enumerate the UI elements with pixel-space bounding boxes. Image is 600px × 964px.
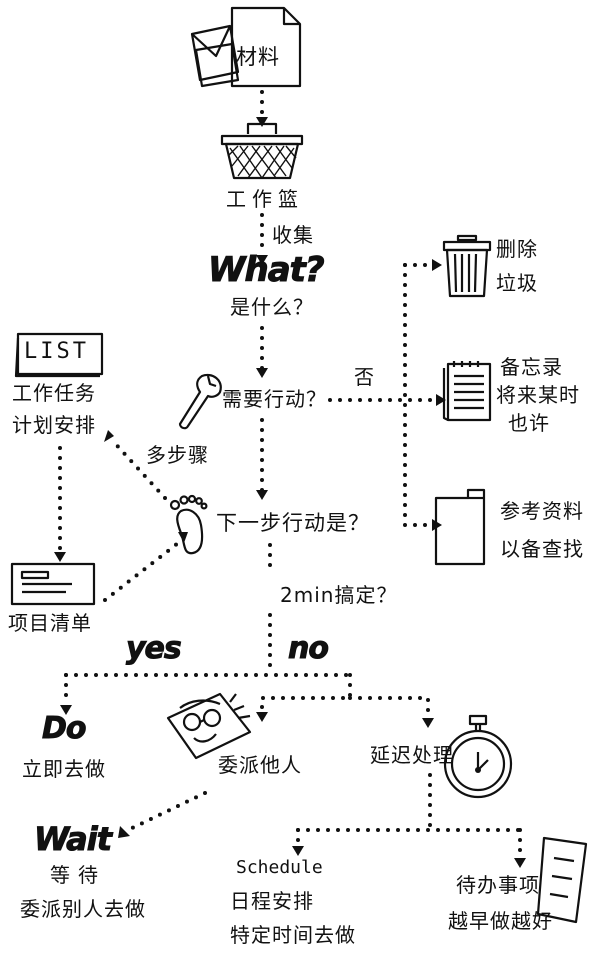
project-sheet-icon [10, 562, 96, 606]
connector-delegate-wait [126, 791, 207, 832]
multi-step-label: 多步骤 [146, 443, 209, 467]
connector-to-defer [348, 696, 430, 722]
document-icon [230, 6, 302, 88]
trash-label-1: 删除 [496, 237, 538, 261]
list-line-2: 计划安排 [12, 413, 96, 437]
reference-label-1: 参考资料 [500, 499, 584, 523]
delegate-label: 委派他人 [218, 753, 302, 777]
wait-line-2: 委派别人去做 [20, 897, 146, 921]
list-title: LIST [24, 339, 89, 364]
yes-label: yes [126, 631, 183, 666]
what-subtitle: 是什么？ [230, 295, 314, 319]
stopwatch-icon [443, 714, 513, 799]
wrench-icon [178, 373, 222, 430]
todo-paper-icon [536, 836, 588, 924]
memo-label-2: 将来某时 [496, 383, 580, 407]
project-list-label: 项目清单 [8, 611, 92, 635]
todo-line-1: 待办事项 [456, 873, 540, 897]
notepad-icon [442, 361, 492, 422]
trash-can-icon [442, 234, 492, 298]
no-label: 否 [354, 365, 375, 389]
wait-line-1: 等待 [50, 863, 106, 887]
wait-title: Wait [34, 820, 113, 858]
do-title: Do [42, 711, 87, 746]
envelope-icon [190, 24, 240, 88]
reference-label-2: 以备查找 [500, 537, 584, 561]
basket-icon [220, 122, 304, 180]
list-line-1: 工作任务 [12, 381, 96, 405]
todo-line-2: 越早做越好 [448, 909, 553, 933]
folder-icon [434, 488, 486, 566]
collect-label: 收集 [272, 223, 314, 247]
materials-label: 材料 [236, 45, 280, 69]
person-sketch-icon [166, 692, 252, 760]
defer-label: 延迟处理 [370, 743, 454, 767]
schedule-line-2: 特定时间去做 [230, 923, 356, 947]
no-en-label: no [288, 631, 330, 666]
footprint-icon [169, 494, 208, 555]
need-action-label: 需要行动？ [222, 387, 327, 411]
list-card-icon [14, 332, 104, 378]
inbox-label: 工作篮 [226, 187, 304, 211]
schedule-line-1: 日程安排 [230, 889, 314, 913]
connector-project-next [103, 538, 184, 602]
do-now-label: 立即去做 [22, 757, 106, 781]
trash-label-2: 垃圾 [496, 271, 538, 295]
next-action-label: 下一步行动是？ [216, 511, 370, 535]
schedule-title: Schedule [236, 857, 323, 878]
what-title: What? [208, 250, 326, 290]
connector-next-multistep [110, 438, 167, 500]
two-min-label: 2min搞定？ [280, 583, 398, 607]
connector-to-delegate [260, 673, 352, 717]
memo-label-3: 也许 [508, 411, 550, 435]
memo-label-1: 备忘录 [500, 355, 563, 379]
